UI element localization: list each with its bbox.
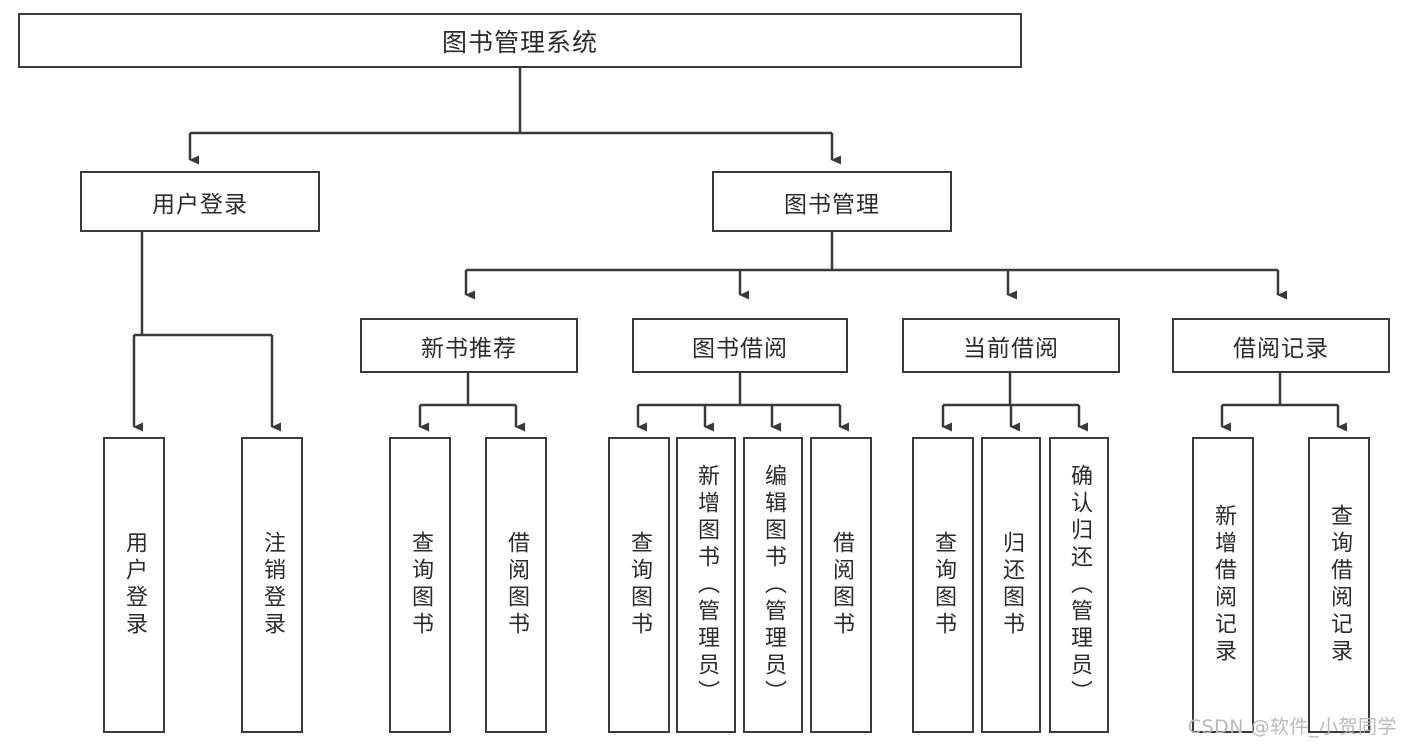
node-label: 用户登录: [122, 531, 147, 639]
leaf-user-login-logout[interactable]: 注销登录: [241, 437, 303, 733]
node-new-book-recommend[interactable]: 新书推荐: [360, 318, 578, 373]
node-label: 图书管理: [784, 191, 880, 218]
node-label: 借阅图书: [504, 531, 529, 639]
leaf-book-borrow-add[interactable]: 新增图书（管理员）: [676, 437, 736, 733]
leaf-new-book-query[interactable]: 查询图书: [389, 437, 451, 733]
leaf-current-borrow-query[interactable]: 查询图书: [912, 437, 974, 733]
leaf-borrow-record-add[interactable]: 新增借阅记录: [1192, 437, 1254, 733]
node-label: 归还图书: [999, 531, 1024, 639]
node-label: 新增图书（管理员）: [694, 463, 719, 707]
node-label: 确认归还（管理员）: [1067, 463, 1092, 707]
leaf-current-borrow-return[interactable]: 归还图书: [981, 437, 1041, 733]
node-label: 当前借阅: [963, 335, 1059, 362]
leaf-book-borrow-edit[interactable]: 编辑图书（管理员）: [743, 437, 803, 733]
leaf-user-login-login[interactable]: 用户登录: [103, 437, 165, 733]
node-book-management[interactable]: 图书管理: [712, 171, 952, 232]
node-label: 新增借阅记录: [1211, 504, 1236, 666]
watermark: CSDN @软件_小贺同学: [1187, 716, 1397, 738]
node-label: 新书推荐: [421, 335, 517, 362]
node-label: 查询图书: [627, 531, 652, 639]
node-label: 借阅图书: [829, 531, 854, 639]
leaf-book-borrow-query[interactable]: 查询图书: [608, 437, 670, 733]
node-root-system[interactable]: 图书管理系统: [18, 13, 1022, 68]
node-label: 图书借阅: [692, 335, 788, 362]
node-label: 注销登录: [260, 531, 285, 639]
node-label: 借阅记录: [1233, 335, 1329, 362]
leaf-current-borrow-confirm-return[interactable]: 确认归还（管理员）: [1049, 437, 1109, 733]
node-borrow-record[interactable]: 借阅记录: [1172, 318, 1390, 373]
node-label: 查询图书: [408, 531, 433, 639]
node-label: 用户登录: [152, 191, 248, 218]
node-current-borrow[interactable]: 当前借阅: [902, 318, 1120, 373]
node-label: 查询图书: [931, 531, 956, 639]
node-label: 图书管理系统: [441, 27, 598, 57]
leaf-new-book-borrow[interactable]: 借阅图书: [485, 437, 547, 733]
node-label: 查询借阅记录: [1327, 504, 1352, 666]
node-label: 编辑图书（管理员）: [761, 463, 786, 707]
node-user-login[interactable]: 用户登录: [80, 171, 320, 232]
leaf-book-borrow-borrow[interactable]: 借阅图书: [810, 437, 872, 733]
leaf-borrow-record-query[interactable]: 查询借阅记录: [1308, 437, 1370, 733]
node-book-borrow[interactable]: 图书借阅: [632, 318, 848, 373]
